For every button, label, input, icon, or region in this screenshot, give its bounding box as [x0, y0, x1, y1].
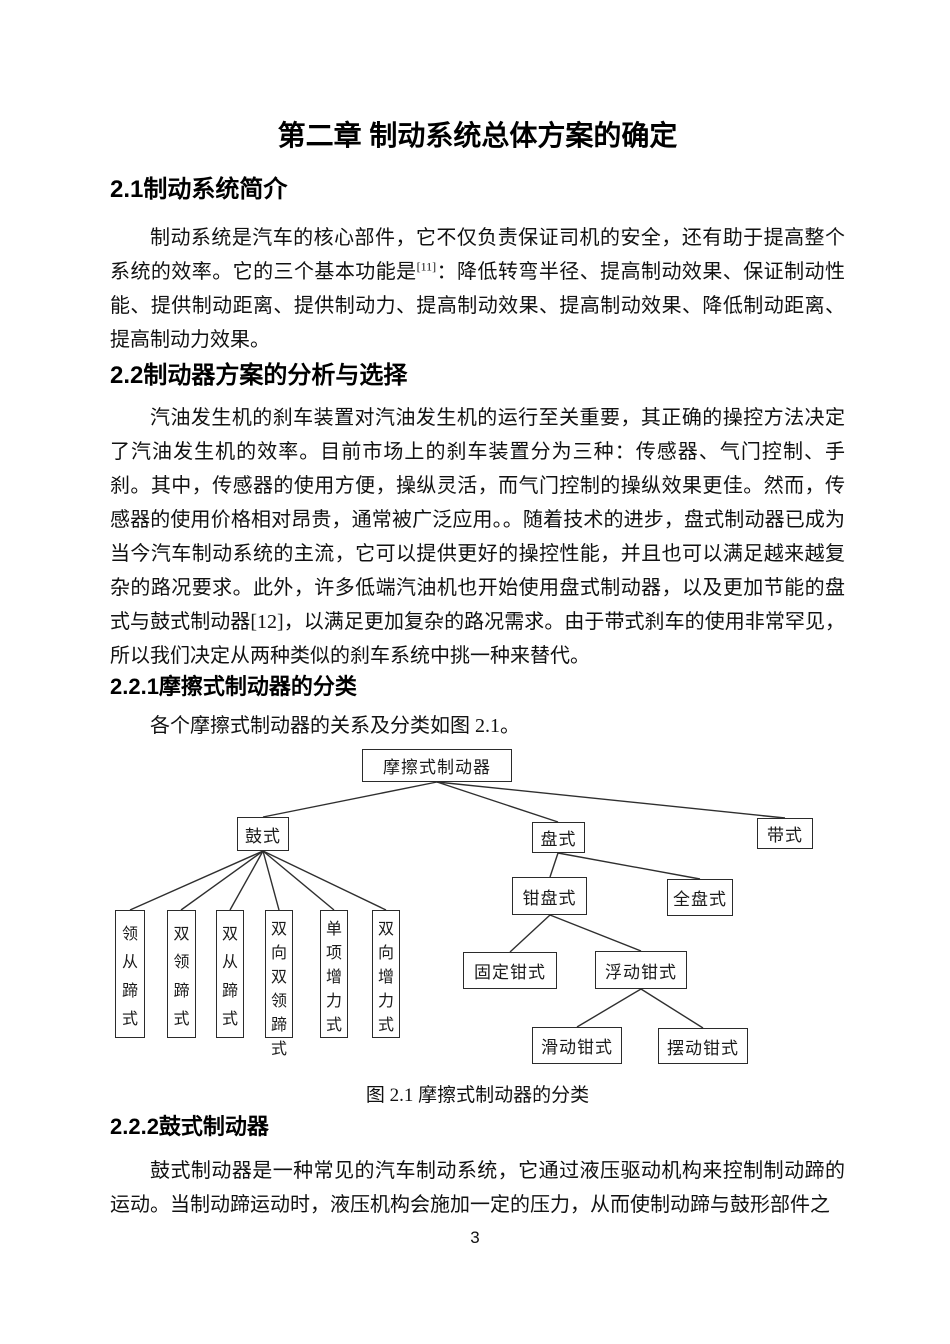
- tree-node-caliper-disc: 钳盘式: [512, 877, 587, 916]
- tree-node-fixed-caliper: 固定钳式: [463, 952, 557, 990]
- figure-2-1-tree-diagram: 摩擦式制动器 鼓式 盘式 带式 领从蹄式 双领蹄式 双从蹄式 双向双领蹄式 单项…: [110, 743, 845, 1078]
- section-2-2-2-paragraph: 鼓式制动器是一种常见的汽车制动系统，它通过液压驱动机构来控制制动蹄的运动。当制动…: [110, 1159, 845, 1216]
- tree-node-duo-trailing-shoe: 双从蹄式: [216, 910, 244, 1039]
- tree-connector-lines: [129, 781, 786, 1029]
- section-heading-2-2-1: 2.2.1摩擦式制动器的分类: [110, 673, 357, 699]
- tree-node-band: 带式: [757, 818, 813, 850]
- tree-node-floating-caliper: 浮动钳式: [595, 951, 687, 990]
- tree-node-uni-servo: 单项增力式: [320, 910, 348, 1039]
- tree-node-root: 摩擦式制动器: [362, 749, 512, 783]
- tree-node-full-disc: 全盘式: [667, 879, 733, 917]
- paragraph-text-after-citation: ：降低转弯半径、提高制动效果、保证制动性能、提供制动距离、提供制动力、提高制动效…: [110, 260, 846, 351]
- tree-node-leading-trailing-shoe: 领从蹄式: [115, 910, 145, 1039]
- chapter-title: 第二章 制动系统总体方案的确定: [277, 120, 678, 151]
- paragraph-text-before-citation: 制动系统是汽车的核心部件，它不仅负责保证司机的安全，还有助于提高整个系统的效率。…: [110, 226, 845, 283]
- tree-node-drum: 鼓式: [237, 817, 289, 852]
- section-2-1-paragraph: 制动系统是汽车的核心部件，它不仅负责保证司机的安全，还有助于提高整个系统的效率。…: [110, 221, 845, 357]
- figure-intro-sentence: 各个摩擦式制动器的关系及分类如图 2.1。: [150, 715, 520, 738]
- page-number: 3: [470, 1228, 480, 1247]
- tree-node-sliding-caliper: 滑动钳式: [532, 1027, 622, 1065]
- tree-node-bidirectional-duo-leading-shoe: 双向双领蹄式: [265, 910, 293, 1058]
- citation-ref-11: [11]: [416, 258, 437, 273]
- section-heading-2-1: 2.1制动系统简介: [110, 176, 288, 204]
- tree-node-duo-servo: 双向增力式: [372, 910, 400, 1039]
- tree-node-disc: 盘式: [532, 822, 585, 854]
- tree-node-duo-leading-shoe: 双领蹄式: [167, 910, 196, 1039]
- section-2-2-paragraph: 汽油发生机的刹车装置对汽油发生机的运行至关重要，其正确的操控方法决定了汽油发生机…: [110, 406, 845, 667]
- figure-caption: 图 2.1 摩擦式制动器的分类: [365, 1085, 590, 1107]
- section-heading-2-2-2: 2.2.2鼓式制动器: [110, 1114, 269, 1140]
- tree-node-swinging-caliper: 摆动钳式: [658, 1028, 748, 1065]
- section-heading-2-2: 2.2制动器方案的分析与选择: [110, 361, 408, 389]
